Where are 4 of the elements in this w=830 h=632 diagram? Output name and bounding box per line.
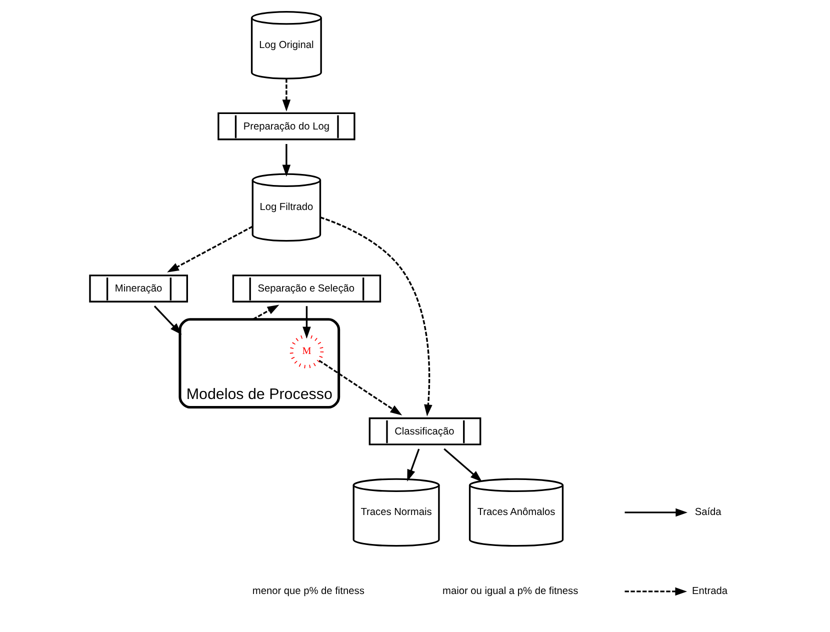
- label: maior ou igual a p% de fitness: [442, 586, 578, 598]
- legend-label: Entrada: [692, 586, 727, 598]
- label: menor que p% de fitness: [252, 586, 364, 598]
- legend-label: Saída: [694, 507, 721, 518]
